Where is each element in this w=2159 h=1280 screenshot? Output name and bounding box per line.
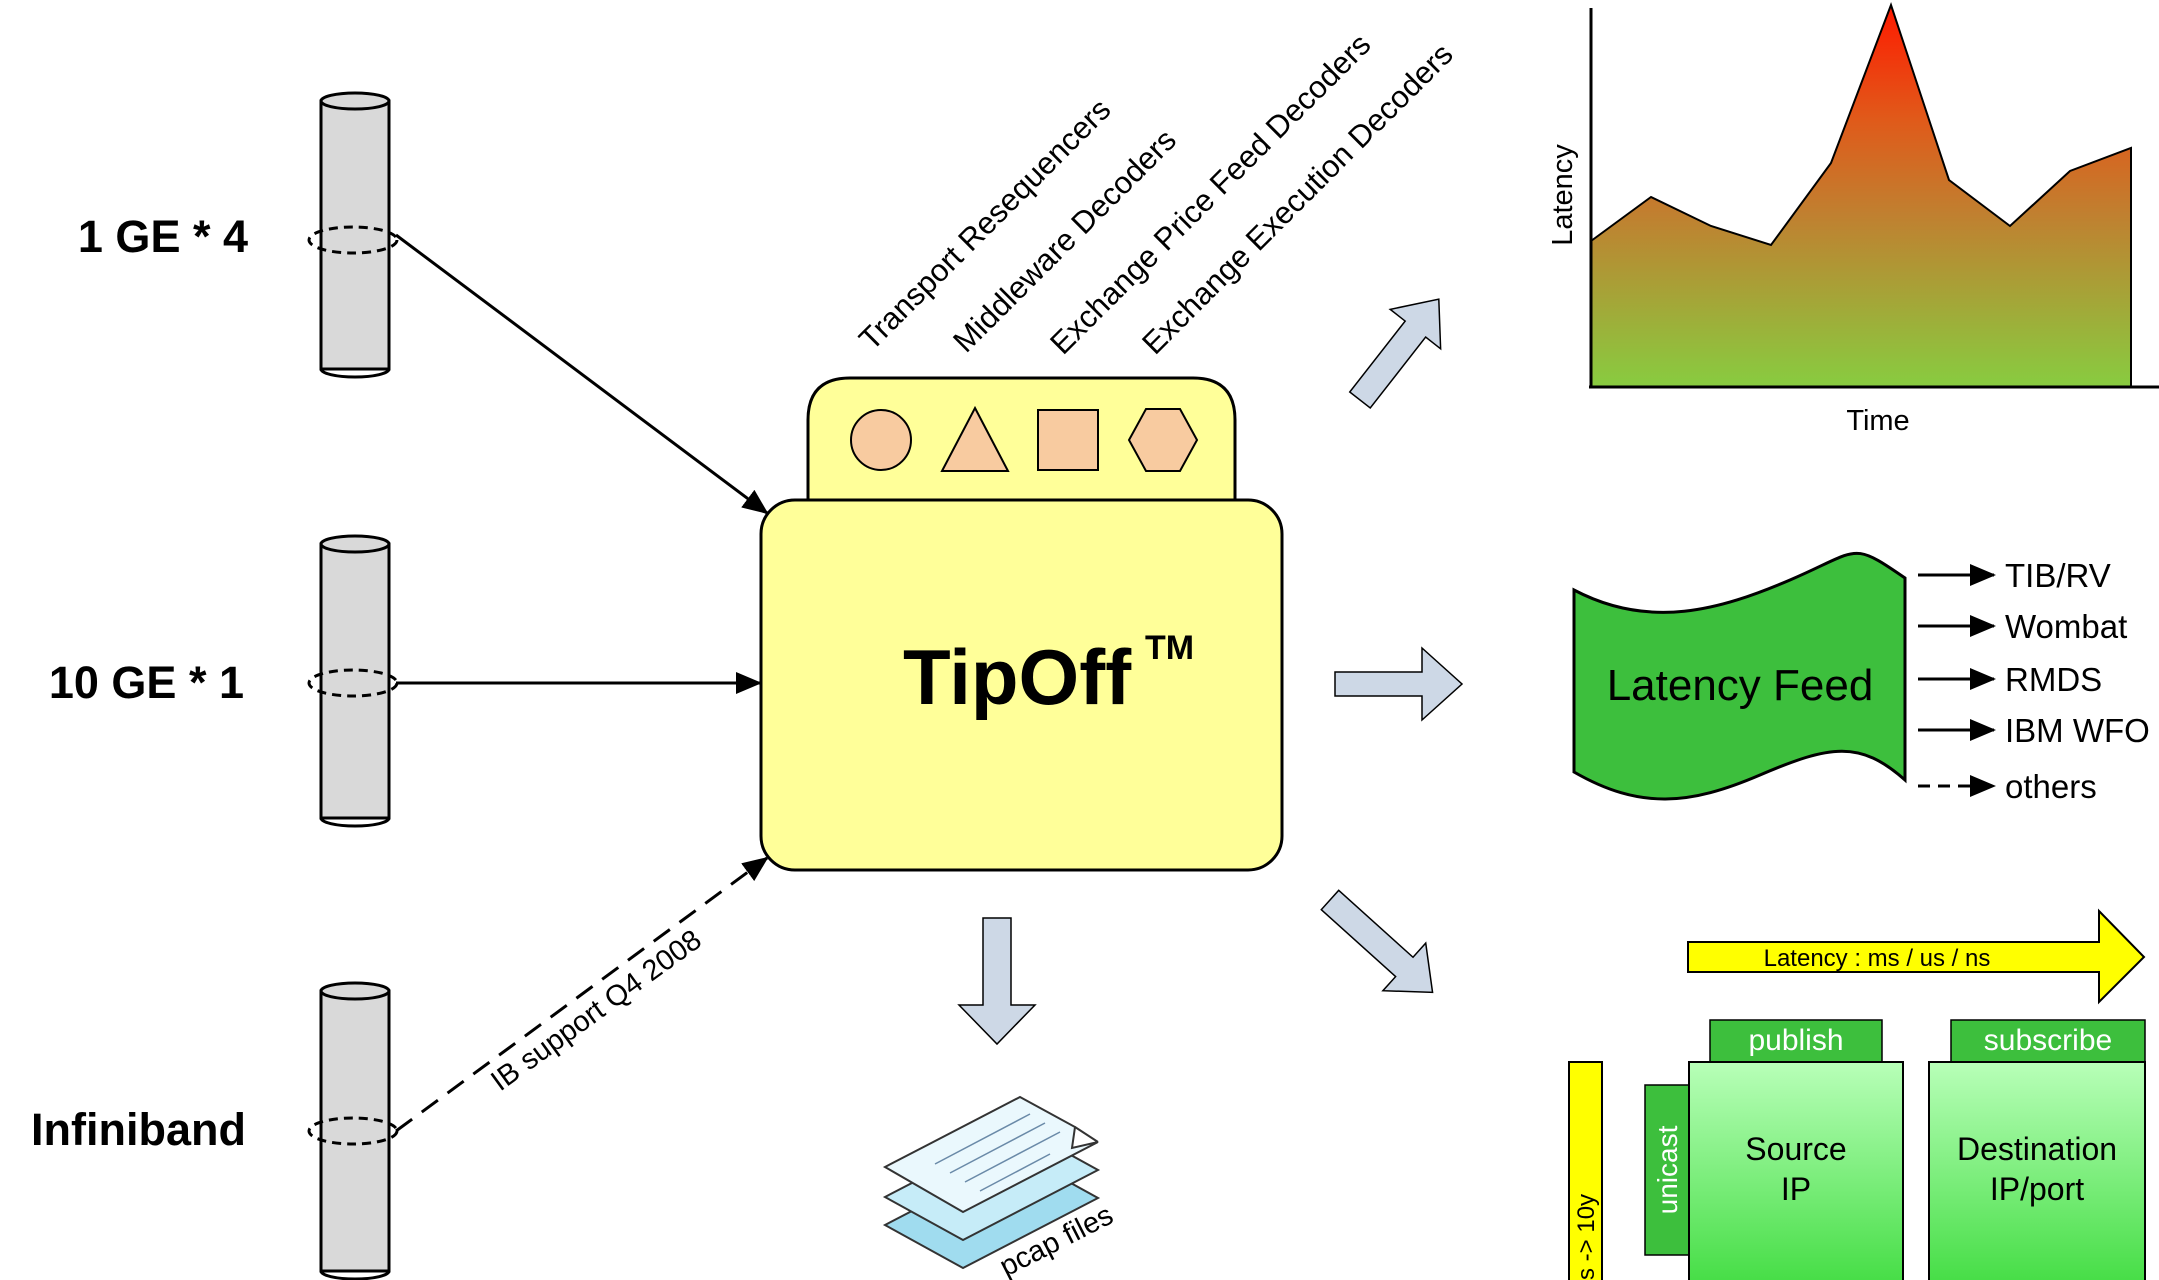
triangle-shape-icon <box>940 405 1010 472</box>
destination-ip-line2: IP/port <box>1990 1171 2084 1207</box>
destination-ibm-wfo: IBM WFO <box>2005 712 2150 749</box>
destination-wombat: Wombat <box>2005 608 2127 645</box>
destination-others: others <box>2005 768 2097 805</box>
tipoff-box: TipOff TM <box>759 498 1284 872</box>
pcap-files-icon <box>882 1095 1101 1270</box>
cylinder-icon <box>307 534 399 828</box>
source-ip-line2: IP <box>1781 1171 1811 1207</box>
input-infiniband: Infiniband <box>31 981 399 1280</box>
flow-arrow-up-right <box>1348 298 1442 410</box>
unicast-tab <box>1644 1084 1690 1256</box>
input-label-infiniband: Infiniband <box>31 1104 246 1155</box>
tipoff-title: TipOff <box>903 633 1132 721</box>
latency-feed: Latency Feed <box>1572 551 1907 801</box>
input-label-10ge: 10 GE * 1 <box>49 657 244 708</box>
square-shape-icon <box>1037 409 1099 471</box>
hexagon-shape-icon <box>1127 408 1199 472</box>
source-ip-line1: Source <box>1745 1131 1846 1167</box>
input-label-1ge: 1 GE * 4 <box>78 211 248 262</box>
flow-arrow-down-right <box>1320 889 1434 994</box>
connector-infiniband <box>395 856 769 1133</box>
destination-rmds: RMDS <box>2005 661 2102 698</box>
flow-arrow-down <box>957 917 1037 1046</box>
latency-chart: Time Latency <box>1547 2 2159 437</box>
cylinder-icon <box>307 981 399 1280</box>
decoder-tray <box>806 376 1237 512</box>
ib-support-note: IB support Q4 2008 <box>485 924 707 1098</box>
circle-shape-icon <box>850 409 912 471</box>
publish-tab <box>1709 1019 1883 1065</box>
latency-area <box>1590 2 2132 388</box>
destination-ip-cell <box>1928 1061 2146 1280</box>
subscribe-tab-label: subscribe <box>1984 1024 2112 1057</box>
input-1ge: 1 GE * 4 <box>78 91 399 379</box>
tipoff-trademark: TM <box>1145 629 1194 667</box>
latency-scale-arrow <box>1687 908 2146 1005</box>
source-ip-cell <box>1688 1061 1904 1280</box>
publish-tab-label: publish <box>1748 1024 1843 1057</box>
connector-1ge <box>395 233 769 515</box>
chart-y-label: Latency <box>1547 144 1579 246</box>
latency-scale-label: Latency : ms / us / ns <box>1764 945 1991 972</box>
latency-feed-label: Latency Feed <box>1607 661 1874 710</box>
subscribe-tab <box>1950 1019 2146 1065</box>
flow-arrow-right <box>1334 646 1464 722</box>
destination-ip-line1: Destination <box>1957 1131 2117 1167</box>
destination-tib-rv: TIB/RV <box>2005 557 2111 594</box>
cylinder-icon <box>307 91 399 379</box>
chart-x-label: Time <box>1846 405 1909 437</box>
feed-destinations: TIB/RV Wombat RMDS IBM WFO others <box>1918 557 2150 805</box>
latency-matrix: Latency : ms / us / ns s -> 10y publish … <box>1568 908 2146 1280</box>
time-scale-bar <box>1568 1061 1603 1280</box>
unicast-tab-label: unicast <box>1652 1125 1683 1214</box>
time-scale-label: s -> 10y <box>1573 1194 1600 1280</box>
input-10ge: 10 GE * 1 <box>49 534 399 828</box>
